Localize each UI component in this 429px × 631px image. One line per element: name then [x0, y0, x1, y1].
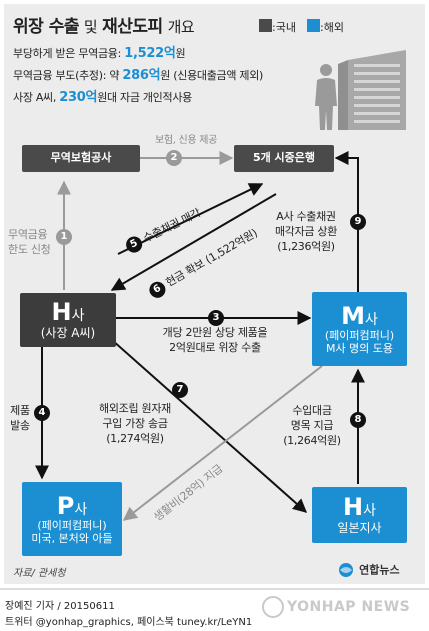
node-m-company-suffix: 사	[365, 311, 378, 328]
step-8-line-1: 수입대금	[292, 404, 332, 417]
step-9-line-2: 매각자금 상환	[274, 224, 338, 238]
node-m-company: M사 (페이퍼컴퍼니) M사 명의 도용	[312, 292, 407, 366]
step-4-label: 제품 발송	[4, 404, 36, 434]
watermark-text: YONHAP NEWS	[287, 599, 411, 615]
fact-1-unit: 원	[175, 47, 186, 60]
step-8-badge: 8	[350, 412, 366, 428]
arrow-living-expense	[122, 365, 323, 521]
arrow-step-7	[111, 339, 308, 513]
step-3-badge: 3	[208, 310, 224, 326]
node-h-japan-sub: 일본지사	[337, 520, 382, 535]
yonhap-logo-text: 연합뉴스	[359, 563, 400, 577]
title-part-2: 및	[83, 18, 98, 36]
fact-line-3: 사장 A씨, 230억원대 자금 개인적사용	[13, 86, 192, 105]
step-1-label: 무역금융 한도 신청	[8, 228, 51, 258]
node-h-japan-letter: H	[343, 493, 364, 522]
yonhap-globe-icon	[339, 562, 353, 577]
node-commercial-banks: 5개 시중은행	[234, 145, 334, 172]
node-m-company-letter: M	[341, 301, 365, 330]
node-m-company-sub-2: M사 명의 도용	[325, 341, 394, 355]
title-part-3: 재산도피	[102, 17, 163, 37]
node-h-japan-branch: H사 일본지사	[312, 487, 407, 543]
node-p-company-letter: P	[56, 491, 75, 520]
step-2-label: 보험, 신용 제공	[154, 135, 218, 146]
step-7-label: 해외조립 원자재 구입 가장 송금 (1,274억원)	[92, 402, 178, 447]
page-title: 위장 수출 및 재산도피 개요	[13, 12, 195, 37]
title-part-4: 개요	[167, 18, 195, 36]
reporter-credit: 장예진 기자 / 20150611	[5, 601, 115, 612]
legend-overseas-label: :해외	[320, 21, 344, 34]
yonhap-logo: 연합뉴스	[338, 559, 400, 578]
arrow-step-9	[334, 151, 359, 292]
node-trade-insurance: 무역보험공사	[22, 145, 140, 172]
step-4-line-2: 발송	[10, 418, 30, 432]
fact-2-text: 무역금융 부도(추정): 약	[13, 69, 123, 82]
step-7-badge: 7	[172, 382, 188, 398]
step-8-label: 수입대금 명목 지급 (1,264억원)	[276, 404, 348, 449]
node-p-company-sub-2: 미국, 본처와 아들	[31, 531, 113, 545]
fact-2-unit: 원 (신용대출금액 제외)	[160, 69, 264, 82]
watermark-globe-icon	[262, 596, 284, 618]
watermark: YONHAP NEWS	[262, 596, 410, 618]
fact-line-2: 무역금융 부도(추정): 약 286억원 (신용대출금액 제외)	[13, 64, 263, 83]
legend-domestic-label: :국내	[272, 21, 296, 34]
node-p-company-sub-1: (페이퍼컴퍼니)	[37, 519, 107, 533]
title-part-1: 위장 수출	[13, 17, 79, 37]
step-3-line-2: 2억원대로 위장 수출	[169, 340, 261, 354]
step-9-label: A사 수출채권 매각자금 상환 (1,236억원)	[264, 210, 348, 255]
step-8-line-3: (1,264억원)	[283, 433, 341, 447]
step-2-badge: 2	[166, 150, 182, 166]
arrow-step-6	[110, 193, 277, 291]
step-1-line-2: 한도 신청	[8, 242, 51, 256]
legend-domestic-swatch	[259, 19, 272, 32]
step-4-badge: 4	[34, 405, 50, 421]
fact-1-text: 부당하게 받은 무역금융:	[13, 47, 125, 60]
node-p-company: P사 (페이퍼컴퍼니) 미국, 본처와 아들	[22, 482, 122, 556]
fact-1-highlight: 1,522억	[124, 46, 176, 61]
step-9-line-1: A사 수출채권	[276, 210, 336, 223]
step-9-badge: 9	[350, 214, 366, 230]
node-h-company: H사 (사장 A씨)	[20, 293, 116, 347]
source-note: 자료/ 관세청	[13, 568, 66, 579]
node-p-company-suffix: 사	[74, 501, 88, 518]
fact-2-highlight: 286억	[122, 68, 161, 83]
step-3-line-1: 개당 2만원 상당 제품을	[162, 326, 268, 339]
step-7-line-1: 해외조립 원자재	[99, 402, 171, 415]
fact-3-text: 사장 A씨,	[13, 91, 60, 104]
step-7-line-2: 구입 가장 송금	[102, 416, 168, 430]
node-trade-insurance-label: 무역보험공사	[50, 151, 112, 165]
step-8-line-2: 명목 지급	[290, 418, 334, 432]
fact-3-highlight: 230억	[59, 90, 98, 105]
node-h-company-sub: (사장 A씨)	[40, 325, 96, 340]
person-icon	[315, 64, 337, 130]
step-7-line-3: (1,274억원)	[106, 431, 164, 445]
step-1-line-1: 무역금융	[8, 228, 48, 241]
step-3-label: 개당 2만원 상당 제품을 2억원대로 위장 수출	[122, 326, 308, 356]
node-commercial-banks-label: 5개 시중은행	[252, 151, 316, 165]
step-1-badge: 1	[56, 229, 72, 245]
legend-overseas-swatch	[307, 19, 321, 32]
node-h-japan-suffix: 사	[363, 503, 376, 520]
step-9-line-3: (1,236억원)	[277, 239, 335, 253]
office-building-icon	[315, 50, 406, 130]
node-m-company-sub-1: (페이퍼컴퍼니)	[324, 329, 395, 343]
fact-line-1: 부당하게 받은 무역금융: 1,522억원	[13, 42, 186, 61]
social-links: 트위터 @yonhap_graphics, 페이스북 tuney.kr/LeYN…	[5, 617, 253, 628]
legend: :국내 :해외	[259, 16, 344, 35]
node-h-company-letter: H	[51, 298, 72, 327]
step-4-line-1: 제품	[10, 404, 30, 417]
fact-3-unit: 원대 자금 개인적사용	[97, 91, 192, 104]
node-h-company-suffix: 사	[71, 308, 85, 325]
